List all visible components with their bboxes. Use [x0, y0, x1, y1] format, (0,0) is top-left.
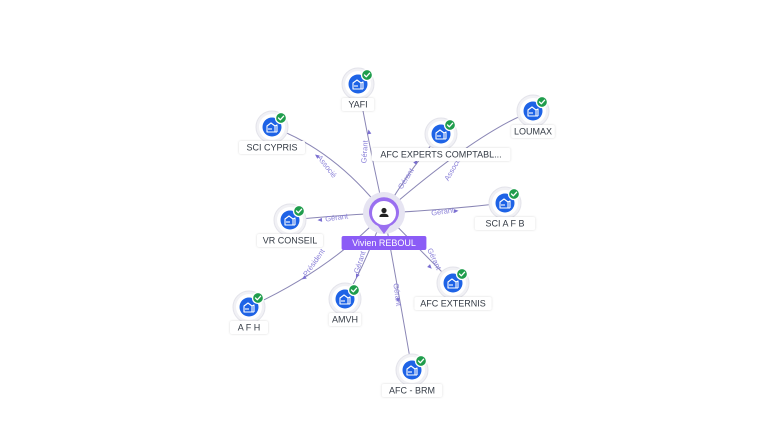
- edge-label: Gérant: [359, 139, 370, 163]
- verified-check-icon: [360, 68, 374, 82]
- node-label-box: [474, 217, 536, 230]
- person-name: Vivien REBOUL: [352, 238, 416, 248]
- edge-label: Associé: [315, 153, 338, 179]
- edge-arrow-icon: [427, 264, 432, 269]
- edge-label: Gérant: [352, 249, 368, 274]
- node-label: VR CONSEIL: [263, 236, 318, 246]
- edge-label: Président: [301, 246, 327, 278]
- edge-arrow-icon: [301, 275, 307, 280]
- node-label: AFC EXPERTS COMPTABL...: [380, 150, 501, 160]
- edge-sci-cypris: Associé: [271, 126, 385, 214]
- company-node-afc-externis[interactable]: AFC EXTERNIS: [414, 266, 492, 310]
- verified-check-icon: [535, 95, 549, 109]
- node-label: SCI A F B: [485, 219, 524, 229]
- edge-label: Gérant: [431, 205, 456, 217]
- edge-arrow-icon: [395, 297, 400, 303]
- node-label: AMVH: [332, 315, 358, 325]
- edge-arrow-icon: [317, 217, 323, 222]
- node-label: LOUMAX: [514, 127, 552, 137]
- company-node-afc-experts[interactable]: AFC EXPERTS COMPTABL...: [371, 117, 511, 161]
- node-label: SCI CYPRIS: [246, 143, 297, 153]
- node-label-box: [328, 313, 362, 326]
- company-node-sci-cypris[interactable]: SCI CYPRIS: [239, 110, 305, 154]
- company-node-yafi[interactable]: YAFI: [341, 67, 375, 111]
- company-node-amvh[interactable]: AMVH: [328, 282, 362, 326]
- edge-arrow-icon: [413, 159, 418, 165]
- verified-check-icon: [274, 111, 288, 125]
- node-label-box: [239, 141, 305, 154]
- verified-check-icon: [455, 267, 469, 281]
- company-node-afc-brm[interactable]: AFC - BRM: [381, 353, 443, 397]
- node-label-box: [371, 148, 511, 161]
- edge-label: Gérant: [325, 211, 350, 223]
- edge-arrow-icon: [355, 273, 360, 279]
- edge-arrow-icon: [453, 209, 459, 214]
- node-label-box: [511, 125, 555, 138]
- node-label-box: [230, 321, 268, 334]
- node-label: AFC - BRM: [389, 386, 435, 396]
- edge-label: Gérant: [391, 283, 403, 308]
- company-node-loumax[interactable]: LOUMAX: [511, 94, 555, 138]
- edge-arrow-icon: [367, 129, 372, 135]
- node-label-box: [341, 98, 375, 111]
- edge-label: Gérant: [425, 247, 443, 272]
- node-label: YAFI: [348, 100, 367, 110]
- company-node-sci-afb[interactable]: SCI A F B: [474, 186, 536, 230]
- person-node[interactable]: Vivien REBOUL: [341, 192, 427, 250]
- edge-label: Gérant: [396, 166, 416, 191]
- edge-arrow-icon: [315, 154, 320, 159]
- node-label-box: [381, 384, 443, 397]
- verified-check-icon: [443, 118, 457, 132]
- node-label: A F H: [238, 323, 261, 333]
- company-node-vr-conseil[interactable]: VR CONSEIL: [257, 203, 323, 247]
- verified-check-icon: [347, 283, 361, 297]
- person-label-box: [341, 236, 427, 250]
- verified-check-icon: [507, 187, 521, 201]
- person-icon: [379, 207, 389, 217]
- verified-check-icon: [251, 291, 265, 305]
- company-node-afh[interactable]: A F H: [230, 290, 268, 334]
- verified-check-icon: [292, 204, 306, 218]
- node-label-box: [414, 297, 492, 310]
- verified-check-icon: [414, 354, 428, 368]
- node-label-box: [257, 234, 323, 247]
- node-label: AFC EXTERNIS: [420, 299, 486, 309]
